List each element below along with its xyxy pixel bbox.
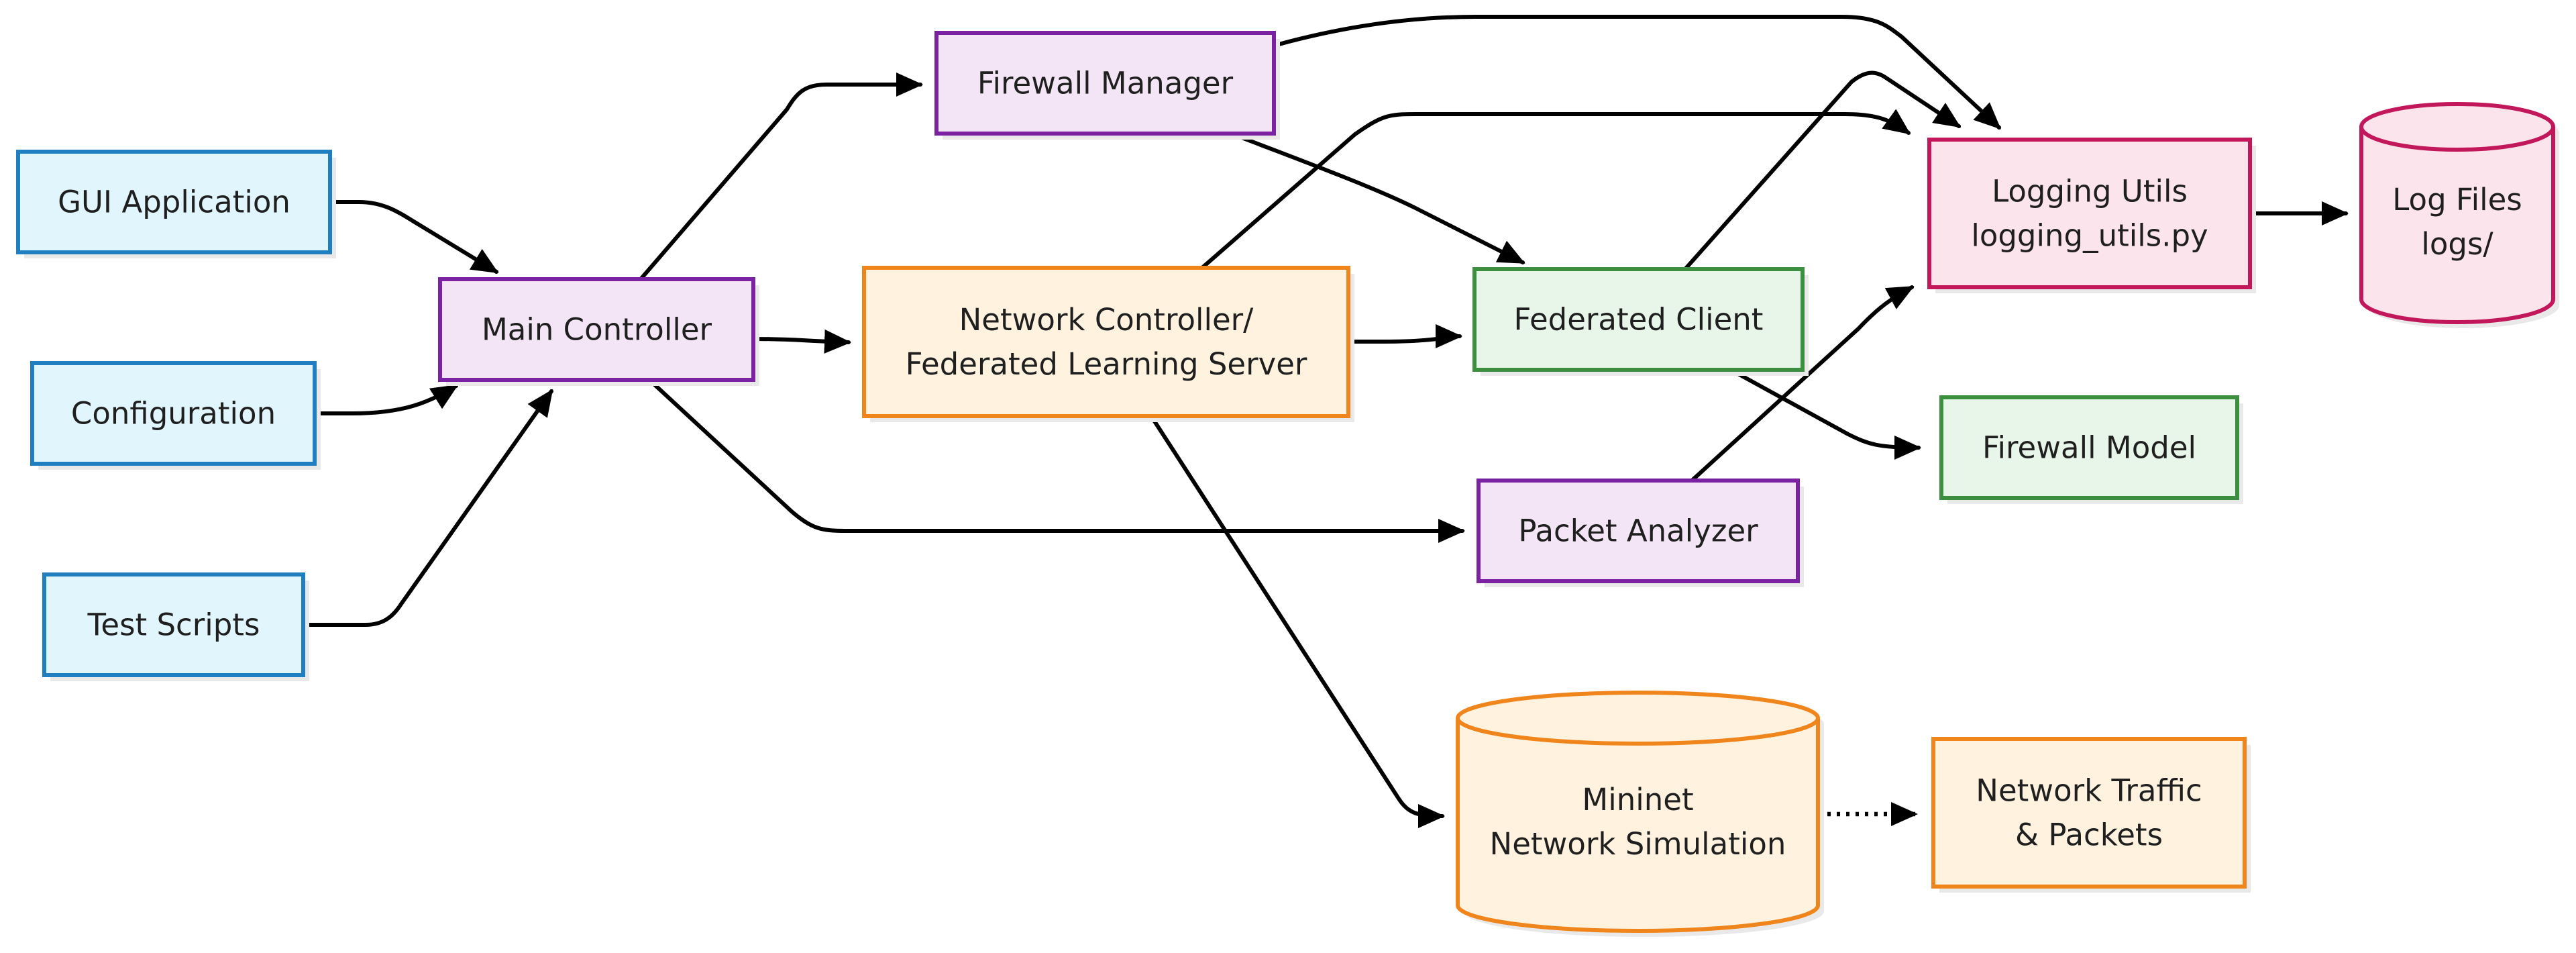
edge-fedclient-to-logging	[1683, 70, 1962, 271]
edge-gui-to-main	[328, 200, 499, 274]
node-logfiles: Log Files logs/	[2359, 102, 2559, 328]
node-traffic: Network Traffic & Packets	[1931, 737, 2251, 893]
node-mininet-label-line-2: Network Simulation	[1490, 826, 1786, 862]
edge-main-to-packet	[647, 378, 1465, 543]
node-packet-box	[1477, 479, 1800, 583]
node-mininet-cylinder-body	[1456, 691, 1820, 933]
node-logging-box	[1927, 138, 2252, 289]
edge-main-to-fwmanager	[639, 72, 923, 281]
node-main-box	[438, 277, 755, 382]
node-config-box	[30, 361, 317, 466]
node-logfiles-label-line-1: Log Files	[2392, 182, 2522, 217]
node-logfiles-cylinder-body	[2359, 102, 2555, 324]
node-main: Main Controller	[438, 277, 759, 386]
node-config-label-line-1: Configuration	[71, 396, 276, 432]
edge-fedclient-to-fwmodel	[1729, 368, 1921, 460]
node-fedclient-label-line-1: Federated Client	[1514, 302, 1764, 338]
node-gui-label-line-1: GUI Application	[58, 185, 290, 220]
node-gui: GUI Application	[16, 150, 336, 258]
edge-packet-to-logging	[1690, 285, 1915, 483]
node-logging-label-line-1: Logging Utils	[1992, 174, 2188, 209]
edge-netctrl-to-logging	[1200, 109, 1911, 270]
node-main-label-line-1: Main Controller	[482, 312, 712, 348]
node-packet: Packet Analyzer	[1477, 479, 1804, 587]
node-netctrl-label-line-1: Network Controller/	[959, 302, 1254, 338]
node-logfiles-cylinder-top	[2359, 126, 2555, 152]
edge-tests-to-main	[301, 389, 553, 627]
node-netctrl: Network Controller/Federated Learning Se…	[862, 266, 1354, 422]
edge-netctrl-to-fedclient	[1346, 324, 1462, 349]
node-traffic-box	[1931, 737, 2247, 889]
edge-fwmanager-to-logging	[1272, 15, 2001, 130]
node-fwmodel: Firewall Model	[1939, 395, 2243, 504]
node-fwmodel-label-line-1: Firewall Model	[1982, 430, 2196, 466]
node-fwmanager-label-line-1: Firewall Manager	[977, 66, 1234, 101]
edge-main-to-netctrl	[751, 329, 851, 354]
node-fwmanager: Firewall Manager	[934, 31, 1280, 140]
node-mininet-label-line-1: Mininet	[1582, 782, 1693, 817]
node-tests-box	[42, 572, 305, 677]
node-netctrl-label-line-2: Federated Learning Server	[906, 346, 1307, 382]
node-traffic-label-line-1: Network Traffic	[1976, 773, 2202, 809]
node-fedclient-box	[1472, 267, 1805, 372]
node-logfiles-label-line-2: logs/	[2421, 226, 2493, 262]
node-tests: Test Scripts	[42, 572, 309, 681]
node-mininet-cylinder-top	[1456, 717, 1820, 746]
edges-layer	[301, 15, 2349, 828]
node-tests-label-line-1: Test Scripts	[87, 607, 260, 643]
node-logging: Logging Utils logging_utils.py	[1927, 138, 2256, 293]
node-packet-label-line-1: Packet Analyzer	[1518, 513, 1758, 549]
node-netctrl-box	[862, 266, 1350, 418]
node-fwmodel-box	[1939, 395, 2239, 500]
node-fedclient: Federated Client	[1472, 267, 1809, 376]
node-fwmanager-box	[934, 31, 1276, 136]
node-traffic-label-line-2: & Packets	[2015, 817, 2163, 853]
edge-config-to-main	[313, 384, 459, 415]
node-gui-box	[16, 150, 332, 254]
node-config: Configuration	[30, 361, 321, 470]
edge-netctrl-to-mininet	[1149, 414, 1445, 828]
node-logging-label-line-2: logging_utils.py	[1971, 218, 2208, 254]
edge-fwmanager-to-fedclient	[1229, 132, 1525, 264]
